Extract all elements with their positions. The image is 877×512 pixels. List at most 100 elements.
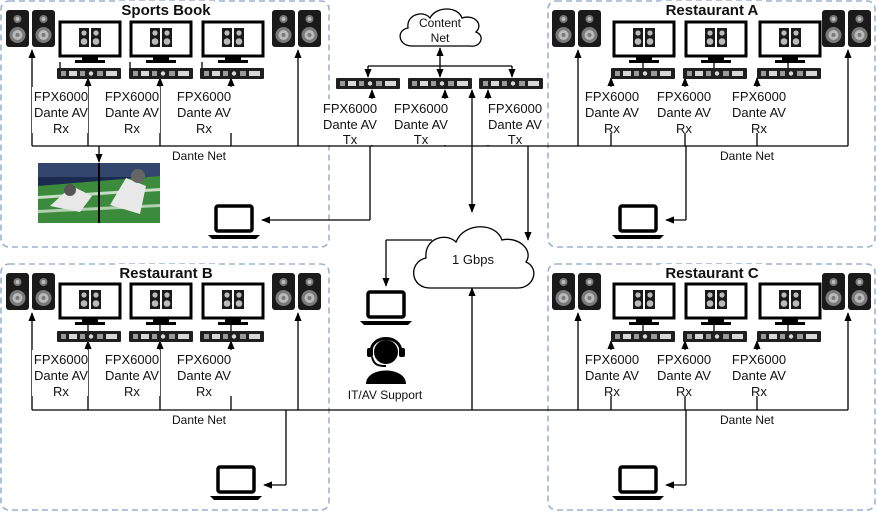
display-icon [201,20,265,65]
svg-text:FPX6000: FPX6000 [657,352,711,367]
encoder-box-icon [408,78,472,89]
svg-text:Dante AV: Dante AV [177,368,231,383]
svg-text:Tx: Tx [414,132,429,147]
speaker-icon [848,10,871,47]
decoder-box-icon [757,68,821,79]
svg-text:Tx: Tx [508,132,523,147]
svg-text:Rx: Rx [53,121,69,136]
svg-text:Dante AV: Dante AV [394,117,448,132]
svg-text:FPX6000: FPX6000 [732,352,786,367]
svg-text:FPX6000: FPX6000 [732,89,786,104]
svg-text:Dante AV: Dante AV [585,368,639,383]
tx-label: FPX6000 Dante AV Tx [322,99,378,147]
speaker-icon [822,273,845,310]
speaker-icon [298,273,321,310]
tx-label: FPX6000 Dante AV Tx [487,99,543,147]
it-av-support-label: IT/AV Support [348,388,423,402]
svg-text:Tx: Tx [343,132,358,147]
display-icon [684,282,748,327]
speaker-icon [848,273,871,310]
svg-text:Rx: Rx [53,384,69,399]
zone-title-restaurant-a: Restaurant A [666,2,759,19]
dante-net-label: Dante Net [720,149,775,163]
svg-text:Rx: Rx [751,384,767,399]
svg-text:FPX6000: FPX6000 [585,89,639,104]
svg-text:Dante AV: Dante AV [34,368,88,383]
wan-label: 1 Gbps [452,252,494,267]
svg-text:Rx: Rx [676,384,692,399]
decoder-box-icon [129,68,193,79]
svg-text:Rx: Rx [604,121,620,136]
speaker-icon [578,10,601,47]
decoder-box-icon [611,331,675,342]
rx-label: FPX6000 Dante AV Rx [730,87,786,136]
display-icon [684,20,748,65]
rx-label: FPX6000 Dante AV Rx [584,350,640,399]
speaker-icon [822,10,845,47]
dante-net-label: Dante Net [720,413,775,427]
speaker-icon [6,273,29,310]
rx-label: FPX6000 Dante AV Rx [176,350,232,399]
encoder-box-icon [336,78,400,89]
speaker-icon [32,273,55,310]
svg-text:FPX6000: FPX6000 [177,89,231,104]
wan-cloud: 1 Gbps [413,226,535,289]
svg-text:Dante AV: Dante AV [585,105,639,120]
svg-text:Dante AV: Dante AV [105,368,159,383]
dante-net-label: Dante Net [172,149,227,163]
dante-net-label: Dante Net [172,413,227,427]
svg-text:Dante AV: Dante AV [34,105,88,120]
svg-text:Rx: Rx [751,121,767,136]
encoder-box-icon [479,78,543,89]
decoder-box-icon [611,68,675,79]
svg-text:Dante AV: Dante AV [657,105,711,120]
svg-text:Dante AV: Dante AV [105,105,159,120]
content-net-label: Content [419,16,462,30]
svg-text:Dante AV: Dante AV [657,368,711,383]
speaker-icon [552,273,575,310]
speaker-icon [32,10,55,47]
svg-text:Rx: Rx [124,384,140,399]
decoder-box-icon [757,331,821,342]
svg-text:FPX6000: FPX6000 [585,352,639,367]
rx-label: FPX6000 Dante AV Rx [656,87,712,136]
laptop-icon [610,204,666,241]
svg-text:Rx: Rx [676,121,692,136]
rx-label: FPX6000 Dante AV Rx [32,87,88,136]
svg-text:FPX6000: FPX6000 [105,352,159,367]
speaker-icon [6,10,29,47]
svg-text:FPX6000: FPX6000 [177,352,231,367]
display-icon [612,282,676,327]
rx-label: FPX6000 Dante AV Rx [32,350,88,399]
svg-text:FPX6000: FPX6000 [488,101,542,116]
svg-text:FPX6000: FPX6000 [34,352,88,367]
svg-text:FPX6000: FPX6000 [105,89,159,104]
svg-text:FPX6000: FPX6000 [394,101,448,116]
zone-title-restaurant-c: Restaurant C [665,265,759,282]
laptop-icon [208,465,264,502]
decoder-box-icon [57,68,121,79]
svg-text:Rx: Rx [124,121,140,136]
svg-text:Rx: Rx [604,384,620,399]
display-icon [58,282,122,327]
display-icon [758,20,822,65]
svg-text:Rx: Rx [196,121,212,136]
laptop-icon [206,204,262,241]
svg-text:Rx: Rx [196,384,212,399]
rx-label: FPX6000 Dante AV Rx [104,350,160,399]
display-icon [758,282,822,327]
display-icon [201,282,265,327]
svg-text:Dante AV: Dante AV [732,105,786,120]
speaker-icon [272,273,295,310]
rx-label: FPX6000 Dante AV Rx [730,350,786,399]
rx-label: FPX6000 Dante AV Rx [176,87,232,136]
display-icon [612,20,676,65]
speaker-icon [298,10,321,47]
headset-user-icon [366,337,406,384]
decoder-box-icon [200,331,264,342]
video-wall-image [38,163,160,223]
svg-text:FPX6000: FPX6000 [34,89,88,104]
display-icon [58,20,122,65]
decoder-box-icon [200,68,264,79]
